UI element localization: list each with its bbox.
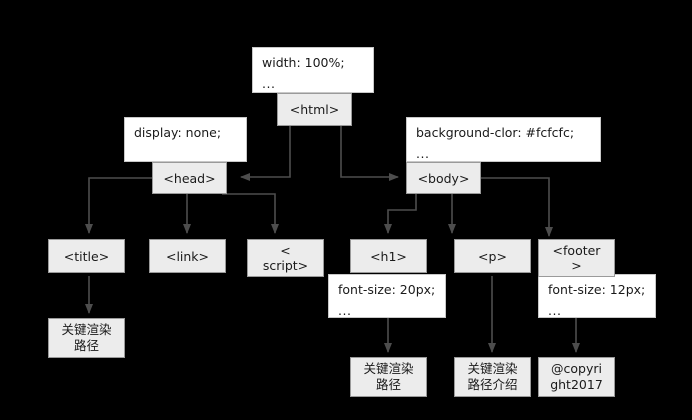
leaf-h1-text[interactable]: 关键渲染 路径	[350, 357, 427, 397]
node-body[interactable]: <body>	[406, 162, 481, 194]
edge-html-head	[240, 126, 291, 181]
note-h1-line2: ...	[338, 303, 352, 318]
node-head[interactable]: <head>	[152, 162, 227, 194]
edge-head-script	[222, 193, 279, 234]
node-p[interactable]: <p>	[454, 239, 531, 273]
note-html-line2: ...	[262, 76, 276, 91]
note-h1-line1: font-size: 20px;	[338, 282, 436, 297]
node-h1[interactable]: <h1>	[350, 239, 427, 273]
edge-html-body	[340, 126, 399, 181]
edge-head-title	[85, 177, 152, 234]
node-script[interactable]: < script>	[247, 239, 324, 277]
leaf-footer-text[interactable]: @copyri ght2017	[538, 357, 615, 397]
node-footer[interactable]: <footer >	[538, 239, 615, 277]
note-footer-line1: font-size: 12px;	[548, 282, 646, 297]
note-head: display: none;	[124, 117, 247, 162]
edge-body-h1	[384, 194, 417, 234]
note-body-line2: ...	[416, 146, 430, 161]
note-head-line1: display: none;	[134, 125, 222, 140]
node-html[interactable]: <html>	[277, 93, 352, 126]
note-html: width: 100%; ...	[252, 47, 374, 93]
note-footer: font-size: 12px; ...	[538, 274, 656, 318]
note-body-line1: background-clor: #fcfcfc;	[416, 125, 575, 140]
note-body: background-clor: #fcfcfc; ...	[406, 117, 601, 162]
node-title[interactable]: <title>	[48, 239, 125, 273]
node-link[interactable]: <link>	[149, 239, 226, 273]
leaf-p-text[interactable]: 关键渲染 路径介绍	[454, 357, 531, 397]
note-html-line1: width: 100%;	[262, 55, 345, 70]
note-footer-line2: ...	[548, 303, 562, 318]
note-h1: font-size: 20px; ...	[328, 274, 446, 318]
edge-body-footer	[481, 177, 553, 237]
leaf-title-text[interactable]: 关键渲染 路径	[48, 318, 125, 358]
